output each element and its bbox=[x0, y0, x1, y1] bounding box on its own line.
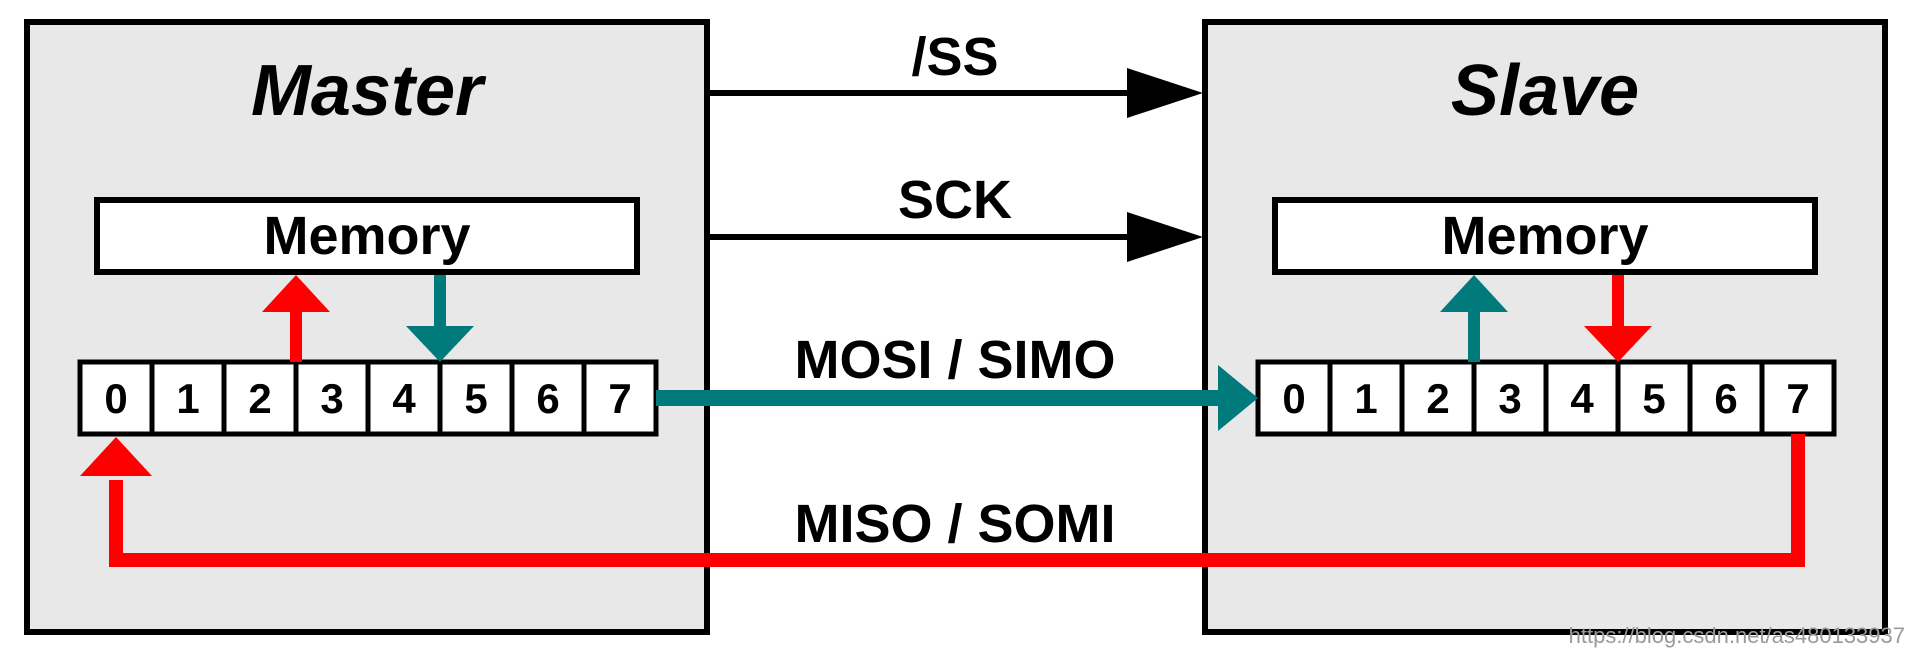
master-bit-label: 3 bbox=[320, 375, 343, 422]
master-box bbox=[24, 19, 710, 635]
slave-bit-label: 1 bbox=[1354, 375, 1377, 422]
slave-bit-label: 2 bbox=[1426, 375, 1449, 422]
master-bit-label: 0 bbox=[104, 375, 127, 422]
slave-bit-cell bbox=[1471, 359, 1549, 437]
slave-bit-cell bbox=[1543, 359, 1621, 437]
master-bit-cell bbox=[77, 359, 155, 437]
sck-label: SCK bbox=[898, 170, 1012, 230]
miso-label: MISO / SOMI bbox=[794, 494, 1115, 554]
miso-arrowhead bbox=[80, 437, 152, 476]
slave-bit-label: 7 bbox=[1786, 375, 1809, 422]
master-bit-label: 2 bbox=[248, 375, 271, 422]
master-bit-cell bbox=[581, 359, 659, 437]
slave-bit-cell bbox=[1759, 359, 1837, 437]
slave-red-down-arrowhead bbox=[1584, 326, 1652, 362]
ss-arrowhead bbox=[1127, 68, 1203, 118]
master-bit-label: 4 bbox=[392, 375, 416, 422]
master-bit-cell bbox=[365, 359, 443, 437]
mosi-label: MOSI / SIMO bbox=[794, 330, 1115, 390]
miso-line bbox=[109, 434, 1805, 567]
slave-bit-cell bbox=[1687, 359, 1765, 437]
master-title: Master bbox=[251, 51, 487, 131]
master-bit-label: 1 bbox=[176, 375, 199, 422]
ss-label: /SS bbox=[911, 27, 998, 87]
slave-bit-label: 3 bbox=[1498, 375, 1521, 422]
slave-bit-label: 6 bbox=[1714, 375, 1737, 422]
master-bit-cell bbox=[293, 359, 371, 437]
master-bit-label: 6 bbox=[536, 375, 559, 422]
master-shift-register: 0 1 2 3 4 5 6 7 bbox=[77, 359, 659, 437]
slave-memory-label: Memory bbox=[1441, 206, 1648, 266]
master-bit-cell bbox=[437, 359, 515, 437]
slave-shift-register: 0 1 2 3 4 5 6 7 bbox=[1255, 359, 1837, 437]
slave-teal-up-arrowhead bbox=[1440, 275, 1508, 312]
master-memory-box bbox=[94, 197, 640, 275]
slave-memory-box bbox=[1272, 197, 1818, 275]
slave-bit-label: 5 bbox=[1642, 375, 1665, 422]
sck-arrowhead bbox=[1127, 212, 1203, 262]
slave-bit-label: 4 bbox=[1570, 375, 1594, 422]
master-bit-label: 7 bbox=[608, 375, 631, 422]
master-teal-down-arrowhead bbox=[406, 326, 474, 362]
master-bit-label: 5 bbox=[464, 375, 487, 422]
watermark: https://blog.csdn.net/as480133937 bbox=[1569, 623, 1905, 648]
slave-bit-label: 0 bbox=[1282, 375, 1305, 422]
mosi-arrowhead bbox=[1218, 365, 1258, 431]
slave-box bbox=[1202, 19, 1888, 635]
master-memory-label: Memory bbox=[263, 206, 470, 266]
slave-title: Slave bbox=[1451, 51, 1639, 131]
master-red-up-arrowhead bbox=[262, 275, 330, 312]
